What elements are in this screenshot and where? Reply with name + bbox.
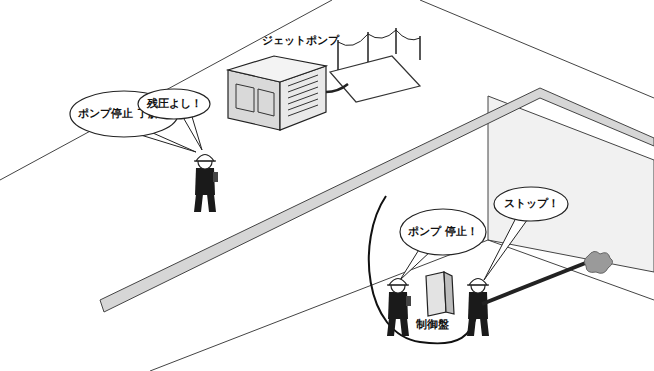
rope [338,30,420,46]
worker [194,155,216,213]
bubble-tail [484,214,530,280]
speech-text: 残圧よし！ [147,98,202,110]
pump-hose [326,84,348,92]
deck-edge [0,0,332,180]
pump-top [228,56,326,82]
deck-front-face [100,88,654,312]
radio [406,296,411,306]
bubble-outline [138,89,210,119]
pump-louvre [288,75,318,116]
worker [467,279,489,337]
speech-text: ストップ！ [504,198,559,210]
control-panel [426,272,446,316]
equipment-label: ジェットポンプ [262,34,339,47]
pit-wall [488,96,654,272]
water-jet [584,251,612,273]
deck-edge [420,0,654,98]
speech-bubble: 残圧よし！ [140,90,208,118]
bubble-outline [400,209,486,255]
pump-door [236,84,274,116]
worker [387,279,409,337]
speech-text: ポンプ 停止！ [408,226,478,238]
nozzle [482,262,588,304]
bubble-outline [494,187,568,221]
control-panel-side [444,272,454,314]
radio [213,172,218,182]
floor-edge [150,240,654,371]
rope-post [338,28,420,70]
panel-label: 制御盤 [416,318,449,331]
speech-bubble: ポンプ 停止！ [402,210,484,254]
speech-bubble: ストップ！ [496,188,566,220]
opening [330,56,420,102]
